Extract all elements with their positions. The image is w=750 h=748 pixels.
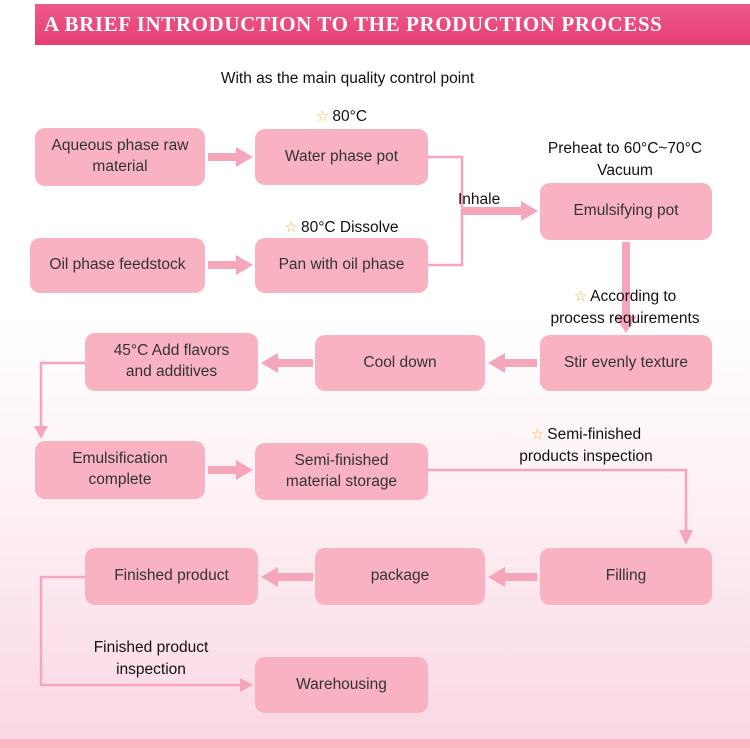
box-cool-down: Cool down: [315, 335, 485, 391]
page-title: A BRIEF INTRODUCTION TO THE PRODUCTION P…: [44, 12, 663, 36]
annotation-text: Vacuum: [597, 162, 653, 179]
annotation-text: inspection: [116, 661, 186, 678]
annotation-process-requirements: ☆According to process requirements: [533, 286, 717, 330]
annotation-text: Semi-finished: [547, 426, 642, 443]
annotation-inhale: Inhale: [458, 191, 501, 208]
annotation-finished-product-inspection: Finished product inspection: [72, 637, 230, 681]
arrow-emulcomp-to-semistore: [208, 460, 253, 480]
star-icon: ☆: [530, 426, 545, 443]
box-aqueous-phase-raw-material: Aqueous phase raw material: [35, 128, 205, 186]
line-semistore-to-filling: [428, 468, 693, 545]
box-warehousing: Warehousing: [255, 657, 428, 713]
annotation-text: Finished product: [93, 639, 209, 656]
annotation-text: According to: [590, 288, 677, 305]
line-flavors-to-emulcomp: [34, 361, 86, 439]
line-finished-to-warehousing: [39, 575, 253, 692]
box-package: package: [315, 548, 485, 605]
subtitle: With as the main quality control point: [220, 70, 475, 87]
star-icon: ☆: [315, 108, 330, 125]
box-oil-phase-feedstock: Oil phase feedstock: [30, 238, 205, 293]
annotation-text: process requirements: [550, 310, 700, 327]
arrow-aqueous-to-waterpot: [208, 147, 253, 167]
arrow-oilfeed-to-oilpan: [208, 255, 253, 275]
box-finished-product: Finished product: [85, 548, 258, 605]
star-icon: ☆: [284, 219, 298, 236]
line-junction-inhale: [428, 155, 464, 267]
annotation-preheat-vacuum: Preheat to 60°C~70°C Vacuum: [533, 138, 717, 182]
box-stir-evenly-texture: Stir evenly texture: [540, 335, 712, 391]
annotation-water-pot-temp: ☆80°C: [255, 106, 428, 128]
box-pan-with-oil-phase: Pan with oil phase: [255, 238, 428, 293]
arrow-package-to-finished: [261, 567, 313, 587]
annotation-text: products inspection: [519, 448, 653, 465]
arrow-stir-to-cool: [488, 353, 537, 373]
arrow-filling-to-package: [488, 567, 537, 587]
box-emulsifying-pot: Emulsifying pot: [540, 183, 712, 240]
annotation-text: 80°C: [332, 108, 368, 125]
annotation-semi-finished-inspection: ☆Semi-finished products inspection: [500, 424, 672, 468]
box-water-phase-pot: Water phase pot: [255, 129, 428, 185]
page-title-banner: A BRIEF INTRODUCTION TO THE PRODUCTION P…: [35, 4, 750, 45]
box-add-flavors-additives: 45°C Add flavors and additives: [85, 333, 258, 391]
arrow-cool-to-flavors: [261, 353, 313, 373]
annotation-text: 80°C Dissolve: [300, 219, 399, 236]
annotation-oil-pan-dissolve: ☆80°C Dissolve: [255, 217, 428, 239]
footer-bar: [0, 739, 750, 748]
star-icon: ☆: [573, 288, 588, 305]
box-semi-finished-material-storage: Semi-finished material storage: [255, 443, 428, 500]
annotation-text: Preheat to 60°C~70°C: [547, 140, 703, 157]
arrow-inhale-to-emulsifying: [461, 201, 538, 221]
box-filling: Filling: [540, 548, 712, 605]
box-emulsification-complete: Emulsification complete: [35, 441, 205, 499]
arrow-emulsifying-to-stir: [615, 242, 637, 333]
